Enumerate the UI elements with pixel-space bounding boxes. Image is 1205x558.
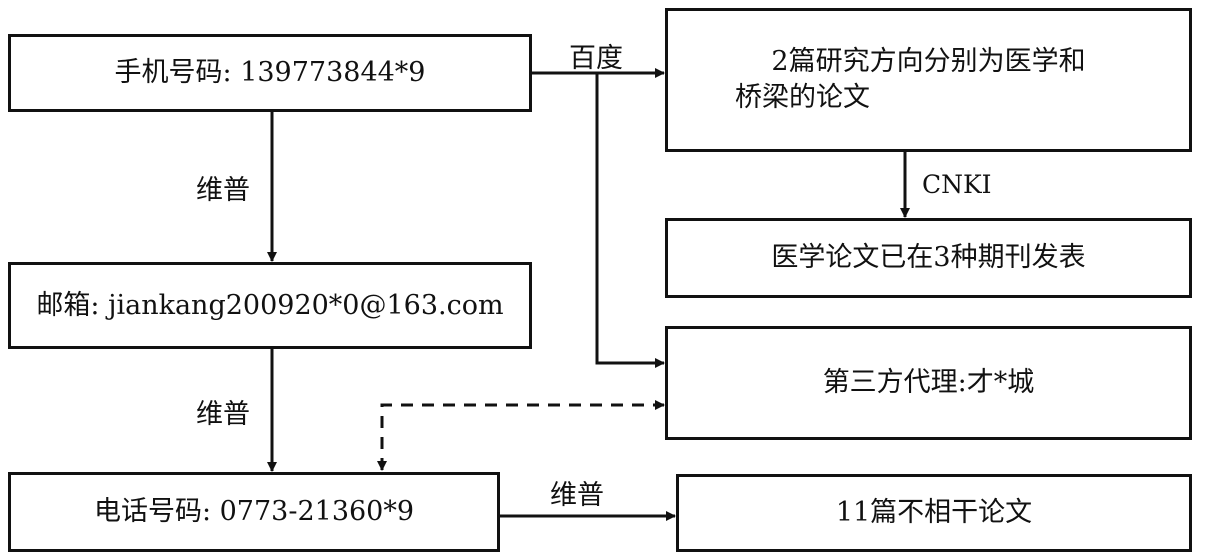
papers-text-line1: 2篇研究方向分别为医学和 [771, 46, 1086, 77]
box-telephone: 电话号码: 0773-21360*9 [8, 472, 500, 552]
label-weipu-2: 维普 [196, 399, 250, 430]
label-cnki: CNKI [922, 170, 992, 199]
arrow-baidu-to-agent [595, 73, 665, 368]
email-text: 邮箱: jiankang200920*0@163.com [36, 289, 504, 321]
box-unrelated-papers: 11篇不相干论文 [676, 474, 1192, 552]
telephone-text: 电话号码: 0773-21360*9 [93, 496, 415, 527]
box-agent: 第三方代理:才*城 [665, 326, 1192, 440]
label-baidu: 百度 [569, 43, 623, 74]
box-published: 医学论文已在3种期刊发表 [665, 218, 1192, 298]
unrelated-text: 11篇不相干论文 [835, 497, 1033, 528]
published-text: 医学论文已在3种期刊发表 [771, 242, 1086, 273]
box-mobile-number: 手机号码: 139773844*9 [8, 34, 532, 112]
dashed-link-tel-agent [377, 400, 665, 471]
box-papers: 2篇研究方向分别为医学和 桥梁的论文 [665, 8, 1192, 152]
box-email: 邮箱: jiankang200920*0@163.com [8, 262, 532, 349]
agent-text: 第三方代理:才*城 [822, 367, 1035, 398]
label-weipu-1: 维普 [196, 175, 250, 206]
mobile-number-text: 手机号码: 139773844*9 [114, 57, 426, 88]
label-weipu-3: 维普 [550, 480, 604, 511]
papers-text-line2: 桥梁的论文 [735, 82, 870, 113]
